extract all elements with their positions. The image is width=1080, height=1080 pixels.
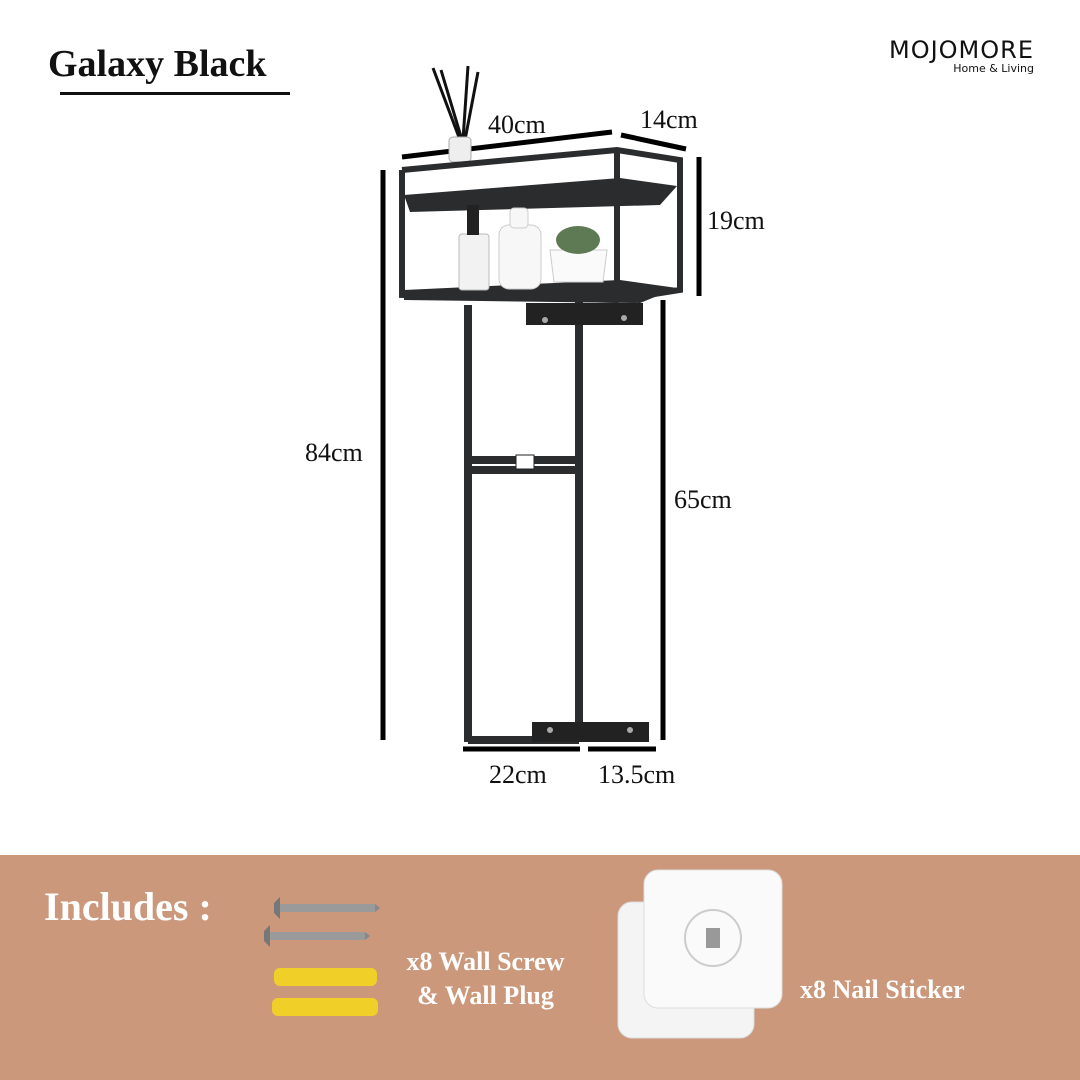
nail-sticker-illustration	[617, 869, 783, 1039]
product-title: Galaxy Black	[48, 43, 267, 85]
top-wall-bracket	[526, 303, 643, 325]
shelf-illustration	[380, 65, 702, 752]
brand-name: MOJOMORE	[888, 36, 1034, 64]
includes-screw-label: x8 Wall Screw & Wall Plug	[388, 945, 583, 1013]
wall-plug-icon	[272, 998, 378, 1016]
succulent	[556, 226, 600, 254]
bottom-wall-bracket	[532, 722, 649, 742]
dim-leg-height: 65cm	[674, 485, 732, 514]
dimension-lines	[380, 129, 702, 752]
diffuser-bottle	[448, 136, 472, 163]
stand-frame	[464, 300, 583, 744]
lower-shelf	[404, 280, 677, 303]
wall-plug-icon	[274, 968, 377, 986]
diffuser-icon	[431, 65, 480, 141]
includes-heading: Includes :	[44, 884, 212, 929]
shelf-frame	[399, 146, 683, 304]
includes-band	[0, 855, 1080, 1080]
pump-bottle	[458, 233, 490, 291]
plant-pot	[549, 249, 608, 283]
screw-plug-illustration	[264, 897, 380, 1016]
screw-label-line2: & Wall Plug	[417, 981, 554, 1010]
screw-icon	[274, 897, 380, 919]
brand-tagline: Home & Living	[953, 62, 1034, 75]
title-underline	[60, 92, 290, 95]
includes-sticker-label: x8 Nail Sticker	[800, 975, 965, 1004]
logo-badge-icon	[515, 454, 535, 470]
lotion-bottle	[498, 224, 542, 290]
dim-bracket-depth: 13.5cm	[598, 760, 676, 789]
brand-logo: MOJOMORE Home & Living	[889, 36, 1034, 75]
dim-leg-width: 22cm	[489, 760, 547, 789]
dim-depth: 14cm	[640, 105, 698, 134]
screw-icon	[264, 925, 370, 947]
dim-width: 40cm	[488, 110, 546, 139]
dim-shelf-height: 19cm	[707, 206, 765, 235]
screw-label-line1: x8 Wall Screw	[406, 947, 565, 976]
upper-shelf	[404, 178, 677, 212]
dim-total-height: 84cm	[305, 438, 363, 467]
